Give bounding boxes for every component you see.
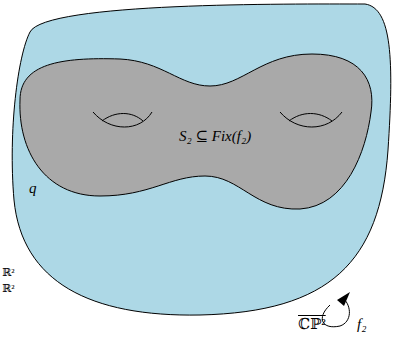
cut-label: ℝ² — [2, 282, 14, 294]
surface-label: S₂ ⊆ Fix(f₂) — [179, 128, 251, 145]
space-label: ℂℙ² — [298, 316, 326, 333]
map-label: f₂ — [357, 316, 366, 333]
arrow-head — [337, 292, 350, 306]
cut-label: ℝ² — [2, 266, 14, 278]
point-label: q — [29, 180, 37, 197]
